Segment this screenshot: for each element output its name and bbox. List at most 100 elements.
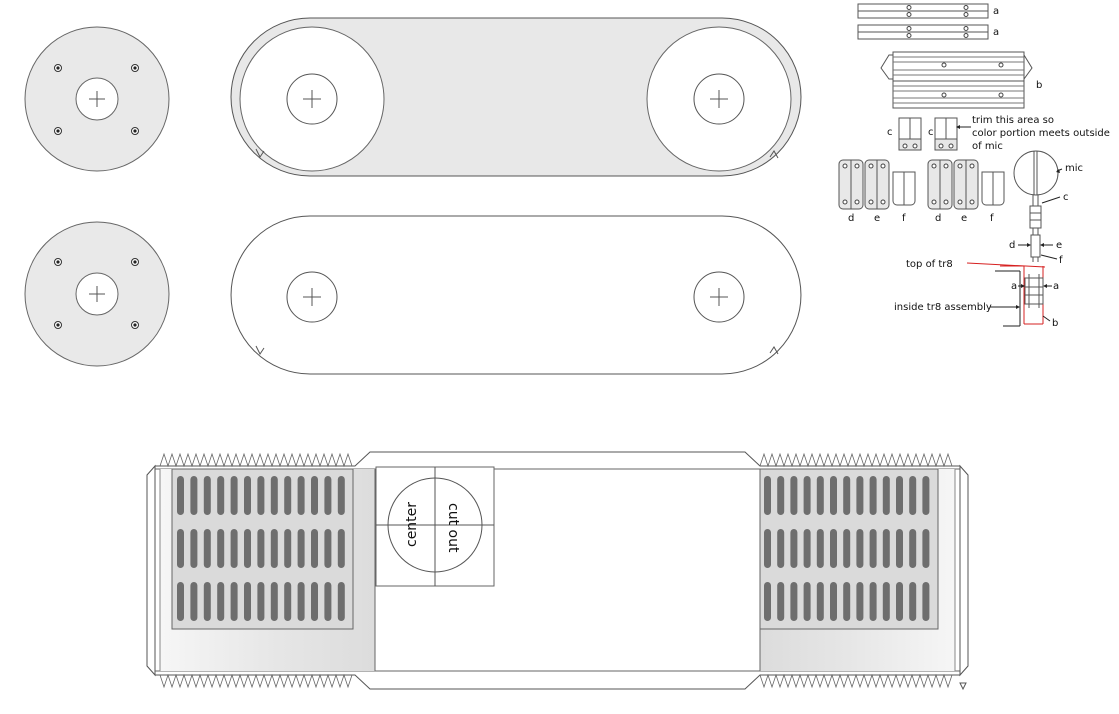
glue-teeth-top xyxy=(759,452,953,468)
grille-slot xyxy=(764,476,771,515)
grille-slot xyxy=(896,529,903,568)
label-c: c xyxy=(928,127,934,138)
grille-slot xyxy=(244,529,251,568)
grille-slot xyxy=(803,529,811,568)
grille-slot xyxy=(230,476,238,515)
arrow-icon xyxy=(956,125,960,129)
grille-slot xyxy=(324,582,332,621)
grille-slot xyxy=(311,529,318,568)
notch-mark xyxy=(769,150,779,159)
label-d: d xyxy=(848,213,854,224)
top-stadium-panel xyxy=(230,17,802,177)
glue-teeth-top xyxy=(159,452,353,468)
crosshair-icon xyxy=(89,286,105,302)
label-inside-tr8: inside tr8 assembly xyxy=(894,302,992,313)
grille-slot xyxy=(843,582,851,621)
grille-slot xyxy=(856,582,864,621)
label-d: d xyxy=(935,213,941,224)
grille-slot xyxy=(270,529,278,568)
grille-slot xyxy=(203,582,211,621)
grille-slot xyxy=(324,476,332,515)
grille-slot xyxy=(284,476,292,515)
grille-slot xyxy=(777,476,785,515)
grille-slot xyxy=(922,529,930,568)
grille-slot xyxy=(909,529,917,568)
grille-slot xyxy=(882,529,890,568)
grille-slot xyxy=(790,582,798,621)
trim-note-line3: of mic xyxy=(972,141,1003,152)
grille-slot xyxy=(843,476,851,515)
grille-slot xyxy=(230,582,238,621)
label-d: d xyxy=(1009,240,1015,251)
grille-slot xyxy=(777,582,785,621)
part-c-tabs: c c trim this area so color portion meet… xyxy=(887,115,1110,152)
label-e: e xyxy=(874,213,880,224)
grille-slot xyxy=(830,529,837,568)
grille-slot xyxy=(337,476,345,515)
grille-slot xyxy=(816,476,824,515)
grille-slot xyxy=(311,582,318,621)
grille-slots xyxy=(764,476,930,621)
mic-circle xyxy=(1013,150,1059,196)
label-b: b xyxy=(1052,318,1058,329)
grille-slot xyxy=(257,476,265,515)
grille-slot xyxy=(257,529,265,568)
label-a: a xyxy=(1011,281,1017,292)
label-a: a xyxy=(993,27,999,38)
grille-slot xyxy=(803,582,811,621)
grille-slot xyxy=(790,529,798,568)
parts-def-group-left: d e f xyxy=(838,159,916,224)
grille-slot xyxy=(909,476,917,515)
crosshair-icon xyxy=(303,90,728,108)
notch-mark xyxy=(255,148,265,158)
grille-slot xyxy=(869,476,877,515)
grille-slot xyxy=(882,582,890,621)
grille-slot xyxy=(337,529,345,568)
grille-slot xyxy=(190,476,198,515)
grille-slot xyxy=(297,529,305,568)
label-center: center xyxy=(404,502,420,547)
glue-teeth-bottom xyxy=(159,673,353,689)
screw-hole-icon xyxy=(54,258,139,329)
grille-slot xyxy=(777,529,785,568)
grille-slot xyxy=(843,529,851,568)
notch-mark xyxy=(255,345,265,355)
parts-def-group-right: d e f xyxy=(927,159,1005,224)
grille-slot xyxy=(244,476,251,515)
glue-teeth-bottom xyxy=(759,673,953,689)
bottom-wrap-strip: cut out center xyxy=(146,451,969,691)
grille-slot xyxy=(816,529,824,568)
label-mic: mic xyxy=(1065,163,1083,174)
grille-slot xyxy=(856,476,864,515)
label-e: e xyxy=(961,213,967,224)
grille-slot xyxy=(869,529,877,568)
grille-slot xyxy=(869,582,877,621)
grille-slot xyxy=(922,582,930,621)
grille-slot xyxy=(764,582,771,621)
label-f: f xyxy=(902,213,906,224)
grille-slot xyxy=(922,476,930,515)
label-cut-out: cut out xyxy=(445,503,461,553)
grille-slot xyxy=(177,529,184,568)
grille-slot xyxy=(257,582,265,621)
grille-slot xyxy=(177,476,184,515)
grille-slot xyxy=(217,476,225,515)
label-a: a xyxy=(993,6,999,17)
top-end-disc xyxy=(24,26,170,172)
label-c: c xyxy=(1063,192,1069,203)
crosshair-icon xyxy=(89,91,105,107)
notch-mark xyxy=(769,346,779,355)
bottom-stadium-panel xyxy=(230,215,802,375)
label-f: f xyxy=(1059,255,1063,266)
part-b-bracket: b xyxy=(880,51,1042,109)
grille-slot xyxy=(217,582,225,621)
grille-slot xyxy=(764,529,771,568)
grille-slot xyxy=(297,582,305,621)
grille-slot xyxy=(790,476,798,515)
label-b: b xyxy=(1036,80,1042,91)
grille-slot xyxy=(284,582,292,621)
grille-slot xyxy=(177,582,184,621)
grille-slot xyxy=(284,529,292,568)
label-e: e xyxy=(1056,240,1062,251)
